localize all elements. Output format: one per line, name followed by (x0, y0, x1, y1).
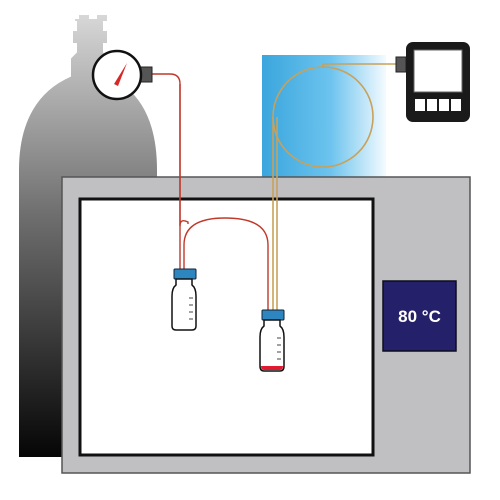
bottle-graduations (189, 297, 193, 320)
bottle-body (259, 319, 285, 372)
oven-chamber (78, 197, 375, 457)
fiber-cable (272, 63, 397, 345)
bottle-icon (259, 309, 285, 372)
bottle-cap (261, 309, 285, 321)
light-source-icon (262, 55, 386, 177)
spectrometer-key (439, 99, 449, 111)
bottle-icon (171, 268, 197, 331)
spectrometer-key (427, 99, 437, 111)
oven-temperature-display (382, 280, 457, 352)
spectrometer-connector (395, 56, 407, 73)
bottle-body (171, 278, 197, 331)
bottle-cap (173, 268, 197, 280)
spectrometer-screen (413, 49, 463, 93)
spectrometer-icon (395, 42, 470, 122)
gauge-needle (114, 63, 127, 86)
bottle-liquid (261, 366, 283, 370)
gauge-dial (91, 49, 143, 101)
pressure-gauge-icon (91, 49, 153, 101)
bottle-graduations (277, 337, 281, 360)
oven-temperature-text: 80 °C (398, 307, 441, 326)
spectrometer-key (415, 99, 425, 111)
spectrometer-key (451, 99, 461, 111)
